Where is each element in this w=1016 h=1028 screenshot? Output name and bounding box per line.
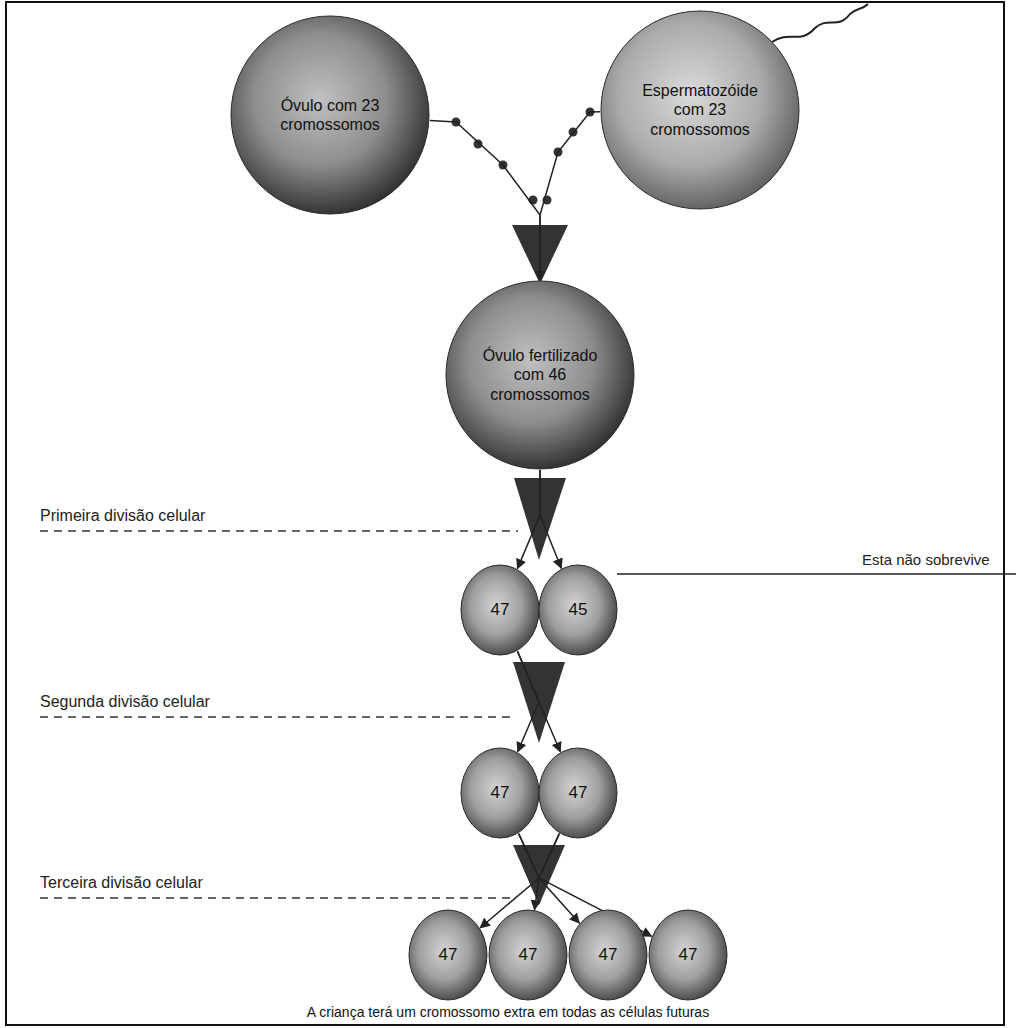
dashed-rule <box>40 530 518 532</box>
cell-outline <box>230 15 430 215</box>
division-connector <box>519 834 539 910</box>
cell-ellipse: 47 <box>460 747 540 839</box>
division-connector <box>518 651 561 751</box>
dashed-rule <box>40 897 514 899</box>
caption: A criança terá um cromossomo extra em to… <box>0 1004 1016 1020</box>
chromosome-count: 47 <box>553 783 603 803</box>
cell-fill <box>489 910 567 1000</box>
cell-label: Óvulo fertilizado com 46 cromossomos <box>475 346 605 404</box>
cell-ellipse: 45 <box>538 564 618 656</box>
arrow-wedge <box>513 845 565 905</box>
dashed-rule <box>40 716 516 718</box>
cell-fill <box>231 16 429 214</box>
cell-circle: Óvulo com 23 cromossomos <box>230 15 430 215</box>
cell-fill <box>539 565 617 655</box>
sperm-tail <box>772 4 868 42</box>
cell-fill <box>409 910 487 1000</box>
cell-fill <box>539 748 617 838</box>
leader-line <box>617 573 1016 575</box>
cell-ellipse: 47 <box>568 909 648 1001</box>
cell-circle: Óvulo fertilizado com 46 cromossomos <box>445 280 635 470</box>
chromosome-dots <box>452 108 595 205</box>
frame <box>6 2 1004 1025</box>
cell-fill <box>446 281 634 469</box>
division-connector <box>539 834 579 923</box>
cell-ellipse: 47 <box>648 909 728 1001</box>
chromosome-count: 47 <box>503 945 553 965</box>
cell-label: Espermatozóide com 23 cromossomos <box>625 81 775 139</box>
cell-ellipse: 47 <box>460 564 540 656</box>
chromosome-count: 47 <box>583 945 633 965</box>
chromosome-count: 47 <box>423 945 473 965</box>
stage-label: Segunda divisão celular <box>40 693 210 711</box>
stage-label: Terceira divisão celular <box>40 874 203 892</box>
chromosome-count: 47 <box>663 945 713 965</box>
division-connector <box>517 470 540 569</box>
cell-ellipse: 47 <box>488 909 568 1001</box>
cell-fill <box>569 910 647 1000</box>
dot <box>529 196 538 205</box>
division-connector <box>540 470 561 568</box>
cell-fill <box>461 565 539 655</box>
division-connector <box>430 121 540 280</box>
cell-label: Óvulo com 23 cromossomos <box>260 96 400 134</box>
callout-note: Esta não sobrevive <box>862 551 990 568</box>
cell-fill <box>649 910 727 1000</box>
cell-circle: Espermatozóide com 23 cromossomos <box>600 10 800 210</box>
chromosome-count: 47 <box>475 600 525 620</box>
cell-fill <box>601 11 799 209</box>
chromosome-count: 45 <box>553 600 603 620</box>
cell-ellipse: 47 <box>408 909 488 1001</box>
stage-label: Primeira divisão celular <box>40 507 205 525</box>
division-connector <box>540 112 600 280</box>
cell-fill <box>461 748 539 838</box>
chromosome-count: 47 <box>475 783 525 803</box>
cell-ellipse: 47 <box>538 747 618 839</box>
division-connector <box>518 651 539 751</box>
